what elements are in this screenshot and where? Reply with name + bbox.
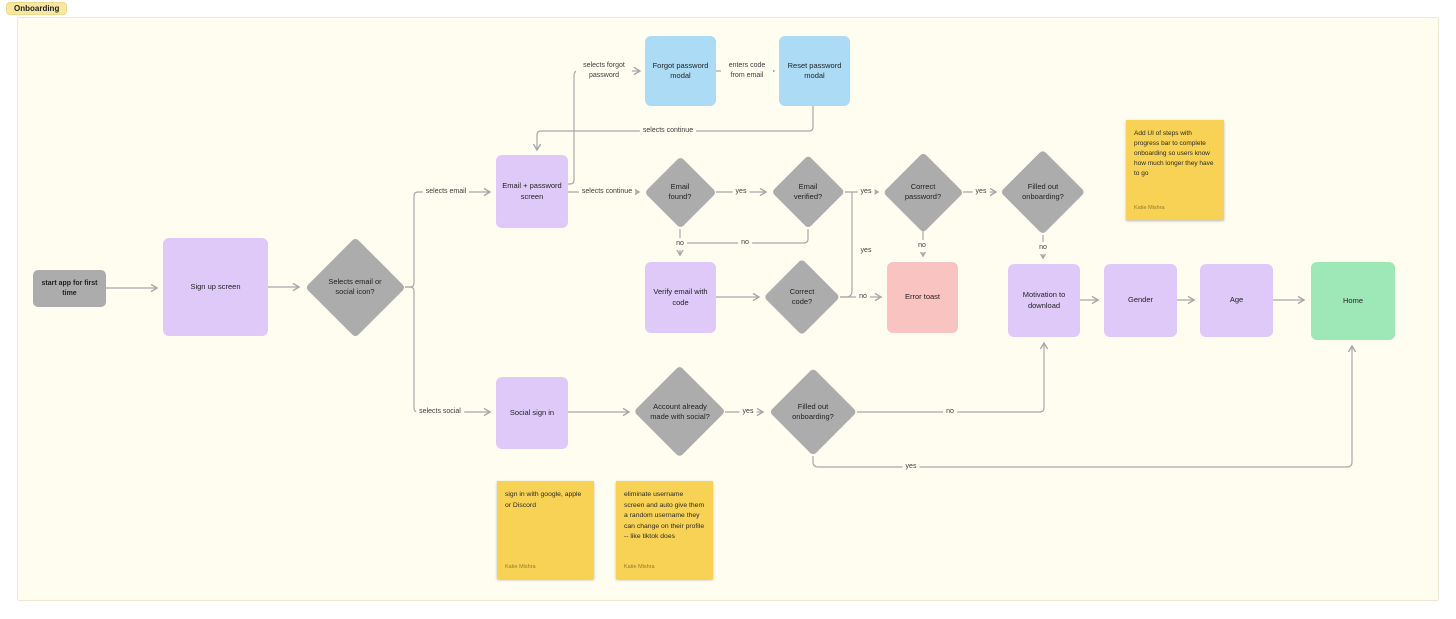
decision-email-found[interactable]: Email found? <box>644 156 716 228</box>
sticky-note-social-providers[interactable]: sign in with google, apple or Discord Ka… <box>497 481 594 579</box>
edge-label-no-email-verified[interactable]: no <box>738 237 752 249</box>
node-home[interactable]: Home <box>1311 262 1395 340</box>
decision-filled-onboarding-social[interactable]: Filled out onboarding? <box>769 368 857 456</box>
edge-label-yes-filled-onboarding-social[interactable]: yes <box>902 461 920 473</box>
node-start-app[interactable]: start app for first time <box>33 270 106 307</box>
sticky-note-author: Katie Mishra <box>1134 205 1165 212</box>
board-section-tab[interactable]: Onboarding <box>6 2 68 15</box>
edge-label-no-email-found[interactable]: no <box>673 238 687 250</box>
node-error-toast[interactable]: Error toast <box>887 262 958 333</box>
decision-selects-email-or-social[interactable]: Selects email or social icon? <box>305 237 405 337</box>
edge-label-no-correct-password[interactable]: no <box>915 240 929 252</box>
edge-label-selects-forgot-password[interactable]: selects forgot password <box>576 60 632 82</box>
sticky-note-text: eliminate username screen and auto give … <box>624 491 705 541</box>
node-verify-email-code[interactable]: Verify email with code <box>645 262 716 333</box>
node-social-sign-in[interactable]: Social sign in <box>496 377 568 449</box>
edge-label-selects-continue[interactable]: selects continue <box>578 186 636 198</box>
node-gender[interactable]: Gender <box>1104 264 1177 337</box>
sticky-note-author: Katie Mishra <box>505 564 536 571</box>
decision-correct-code[interactable]: Correct code? <box>764 259 840 335</box>
edge-label-selects-social[interactable]: selects social <box>416 406 464 418</box>
decision-account-already-made[interactable]: Account already made with social? <box>634 366 726 458</box>
sticky-note-author: Katie Mishra <box>624 564 655 571</box>
edge-label-yes-email-verified[interactable]: yes <box>857 186 875 198</box>
sticky-note-progress-bar[interactable]: Add UI of steps with progress bar to com… <box>1126 120 1224 220</box>
decision-email-verified[interactable]: Email verified? <box>771 155 845 229</box>
node-motivation-to-download[interactable]: Motivation to download <box>1008 264 1080 337</box>
node-age[interactable]: Age <box>1200 264 1273 337</box>
edge-label-yes-account-social[interactable]: yes <box>739 406 757 418</box>
edge-label-no-correct-code[interactable]: no <box>856 291 870 303</box>
edge-label-selects-continue-top[interactable]: selects continue <box>639 125 697 137</box>
edge-label-yes-correct-code[interactable]: yes <box>857 245 875 257</box>
edge-label-enters-code-from-email[interactable]: enters code from email <box>721 60 773 82</box>
edge-label-no-filled-onboarding-email[interactable]: no <box>1036 242 1050 254</box>
sticky-note-text: sign in with google, apple or Discord <box>505 491 582 509</box>
decision-correct-password[interactable]: Correct password? <box>883 152 963 232</box>
node-email-password-screen[interactable]: Email + password screen <box>496 155 568 228</box>
node-reset-password-modal[interactable]: Reset password modal <box>779 36 850 106</box>
sticky-note-username[interactable]: eliminate username screen and auto give … <box>616 481 713 579</box>
sticky-note-text: Add UI of steps with progress bar to com… <box>1134 130 1214 178</box>
edge-label-yes-correct-password[interactable]: yes <box>972 186 990 198</box>
decision-filled-onboarding-email[interactable]: Filled out onboarding? <box>1001 150 1085 234</box>
edge-label-selects-email[interactable]: selects email <box>422 186 470 198</box>
node-forgot-password-modal[interactable]: Forgot password modal <box>645 36 716 106</box>
node-signup-screen[interactable]: Sign up screen <box>163 238 268 336</box>
edge-label-yes-email-found[interactable]: yes <box>732 186 750 198</box>
edge-label-no-filled-onboarding-social[interactable]: no <box>943 406 957 418</box>
